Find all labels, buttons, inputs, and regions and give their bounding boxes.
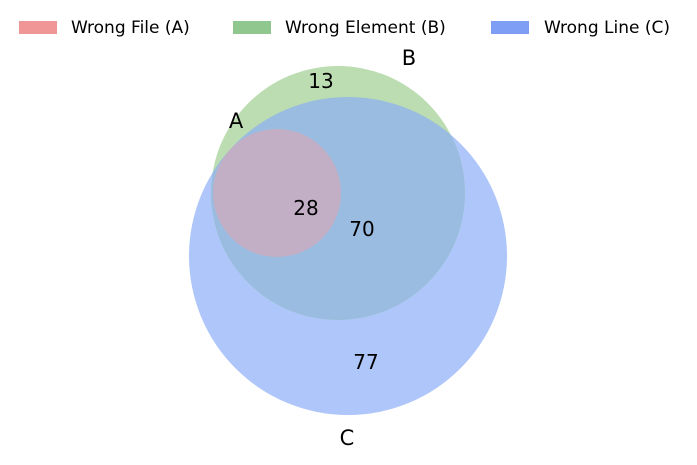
set-label-c: C [340,426,355,450]
venn-circle-a [213,129,341,257]
legend-item-wrong-line: Wrong Line (C) [491,18,670,38]
legend-label-wrong-line: Wrong Line (C) [544,18,670,38]
set-label-a: A [229,109,244,133]
legend-item-wrong-file: Wrong File (A) [19,18,190,38]
legend-label-wrong-element: Wrong Element (B) [285,18,446,38]
legend-item-wrong-element: Wrong Element (B) [233,18,446,38]
legend-swatch-wrong-line [491,21,529,34]
legend-swatch-wrong-element [233,21,271,34]
legend-swatch-wrong-file [19,21,57,34]
set-label-b: B [402,46,416,70]
region-value-c-only: 77 [353,350,378,374]
legend: Wrong File (A) Wrong Element (B) Wrong L… [19,18,670,38]
region-value-b-only: 13 [308,69,333,93]
region-value-b-and-c: 70 [349,217,374,241]
legend-label-wrong-file: Wrong File (A) [71,18,190,38]
region-value-a-b-c: 28 [293,196,318,220]
